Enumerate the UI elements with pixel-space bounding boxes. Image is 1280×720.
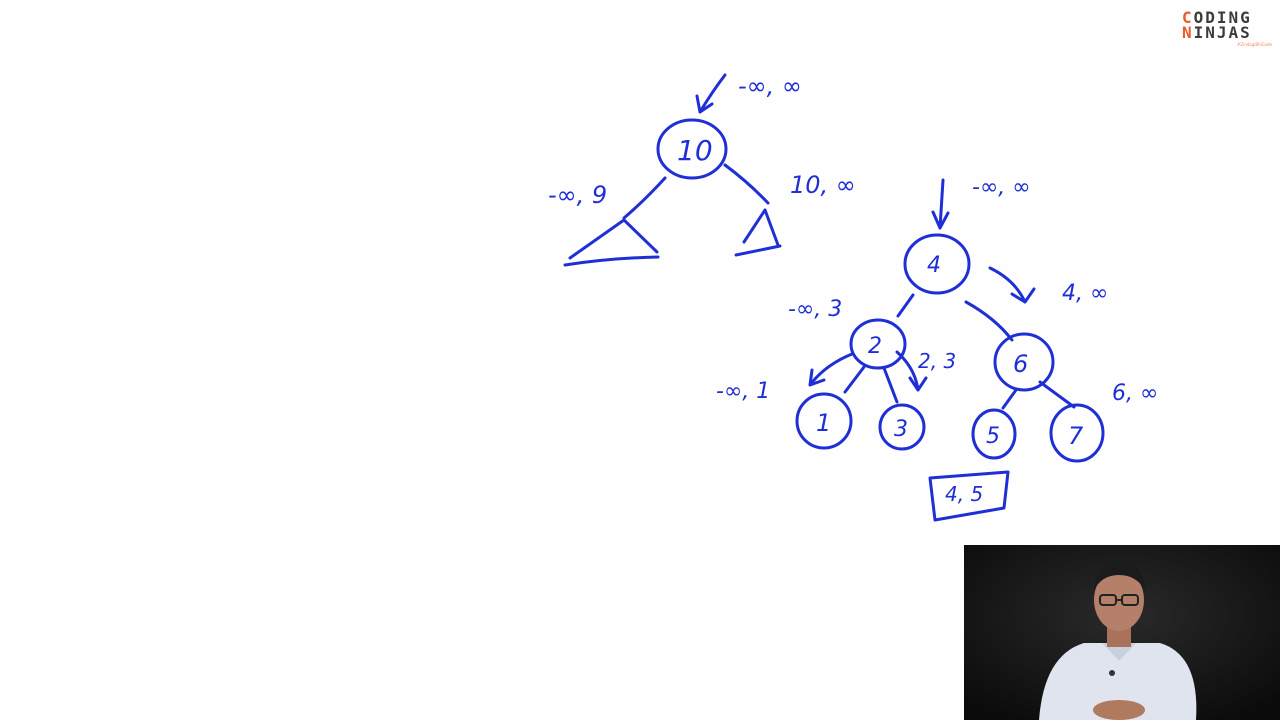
tree1-left-range: -∞, 9	[548, 181, 607, 209]
tree2-node-1	[795, 392, 853, 450]
logo-word-1: ODING	[1193, 8, 1252, 27]
logo-line-2: NINJAS	[1182, 23, 1276, 42]
tree2-node-1-label: 1	[816, 409, 831, 437]
tree1-left-edge	[622, 176, 667, 220]
tree1-right-edge	[723, 163, 770, 205]
tree2-node-1-range: -∞, 1	[716, 379, 770, 404]
presenter-figure-icon	[964, 545, 1280, 720]
tree1-root-range: -∞, ∞	[738, 72, 802, 100]
tree1-root-arrow	[695, 73, 727, 114]
tree-1: -∞, ∞ 10 -∞, 9 10, ∞	[548, 72, 856, 267]
tree2-edge-4-6	[964, 300, 1014, 342]
coding-ninjas-logo: CODING NINJAS #ZindagiBhiCode	[1182, 10, 1276, 50]
tree2-arrow-to-1-range	[808, 352, 854, 387]
tree1-left-subtree	[563, 218, 660, 267]
logo-word-2: INJAS	[1193, 23, 1252, 42]
tree-2: -∞, ∞ 4 -∞, 3 4, ∞ 2 6 -∞, 1 2,	[716, 175, 1158, 522]
tree2-node-5	[971, 408, 1017, 460]
tree2-left-range: -∞, 3	[788, 297, 842, 322]
tree2-root-node	[903, 233, 971, 295]
tree2-node-7	[1049, 403, 1105, 463]
tree2-node-6-label: 6	[1013, 350, 1028, 378]
tree2-node-7-label: 7	[1068, 422, 1084, 450]
tree2-edge-2-3	[882, 366, 899, 404]
tree2-node-5-range: 4, 5	[945, 482, 983, 506]
tree2-edge-2-1	[843, 365, 866, 394]
tree2-arrow-to-3-range	[895, 350, 928, 392]
tree2-right-range: 4, ∞	[1062, 281, 1108, 306]
tree2-node-2	[849, 318, 907, 370]
tree1-right-subtree	[734, 208, 782, 257]
tree2-edge-6-5	[1001, 388, 1018, 410]
tree2-edge-4-2	[896, 293, 915, 318]
tree2-node-2-label: 2	[868, 334, 882, 359]
tree1-root-label: 10	[677, 134, 713, 167]
tree2-node-6	[993, 332, 1055, 392]
tree2-node-5-label: 5	[986, 424, 1000, 449]
tree2-node-3-label: 3	[894, 417, 908, 442]
logo-tagline: #ZindagiBhiCode	[1236, 42, 1272, 47]
tree2-edge-6-7	[1038, 380, 1076, 409]
presenter-video	[964, 545, 1280, 720]
tree2-root-arrow	[931, 178, 950, 230]
logo-line-1: CODING	[1182, 8, 1276, 27]
logo-accent-c: C	[1182, 8, 1194, 27]
tree2-root-label: 4	[927, 253, 941, 278]
tree2-root-range: -∞, ∞	[972, 175, 1031, 200]
tree1-right-range: 10, ∞	[790, 171, 856, 199]
tree2-right-arrow	[988, 266, 1036, 304]
logo-accent-n: N	[1182, 23, 1194, 42]
tree1-root-node	[656, 118, 728, 180]
tree2-node-5-box	[928, 470, 1010, 522]
tree2-node-3	[878, 403, 926, 451]
tree2-node-3-range: 2, 3	[918, 349, 956, 373]
tree2-node-7-range: 6, ∞	[1112, 381, 1158, 406]
